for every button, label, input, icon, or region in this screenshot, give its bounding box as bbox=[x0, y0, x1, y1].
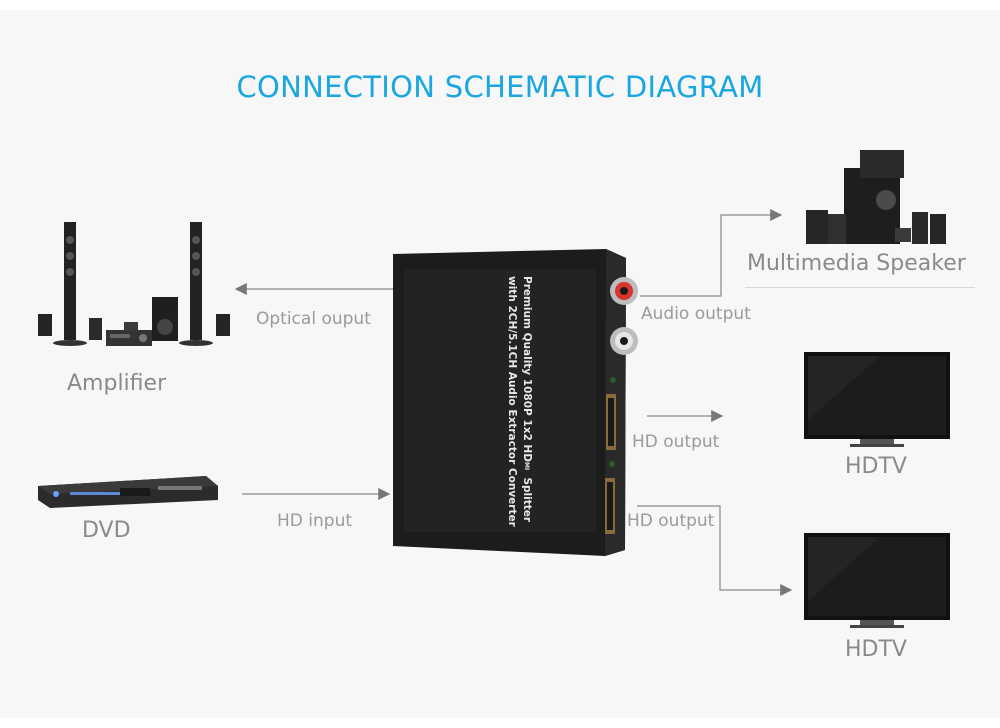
dvd-image bbox=[38, 476, 218, 508]
hdtv-top-image bbox=[804, 352, 950, 447]
audio-output-wire bbox=[640, 209, 783, 297]
speaker-image bbox=[806, 150, 946, 244]
splitter-label: Premium Quality 1080P 1x2 HDMI Splitter … bbox=[506, 276, 533, 527]
optical-output-label: Optical ouput bbox=[256, 309, 371, 329]
diagram-title: CONNECTION SCHEMATIC DIAGRAM bbox=[236, 70, 764, 104]
speaker-underline bbox=[745, 287, 975, 288]
hdtv-bottom-label: HDTV bbox=[845, 637, 907, 662]
hd-output-label-2: HD output bbox=[627, 511, 715, 531]
amplifier-label: Amplifier bbox=[67, 371, 167, 396]
hdtv-bottom-image bbox=[804, 533, 950, 628]
hd-output-wire-2 bbox=[637, 505, 793, 596]
status-led-2 bbox=[609, 461, 615, 467]
speaker-label: Multimedia Speaker bbox=[747, 251, 966, 276]
hdtv-top-label: HDTV bbox=[845, 454, 907, 479]
dvd-label: DVD bbox=[82, 518, 131, 543]
amplifier-image bbox=[38, 222, 230, 346]
status-led-1 bbox=[610, 377, 616, 383]
splitter-box bbox=[393, 249, 638, 556]
hd-output-label-1: HD output bbox=[632, 432, 720, 452]
hd-input-label: HD input bbox=[277, 511, 353, 531]
audio-output-label: Audio output bbox=[641, 304, 751, 324]
